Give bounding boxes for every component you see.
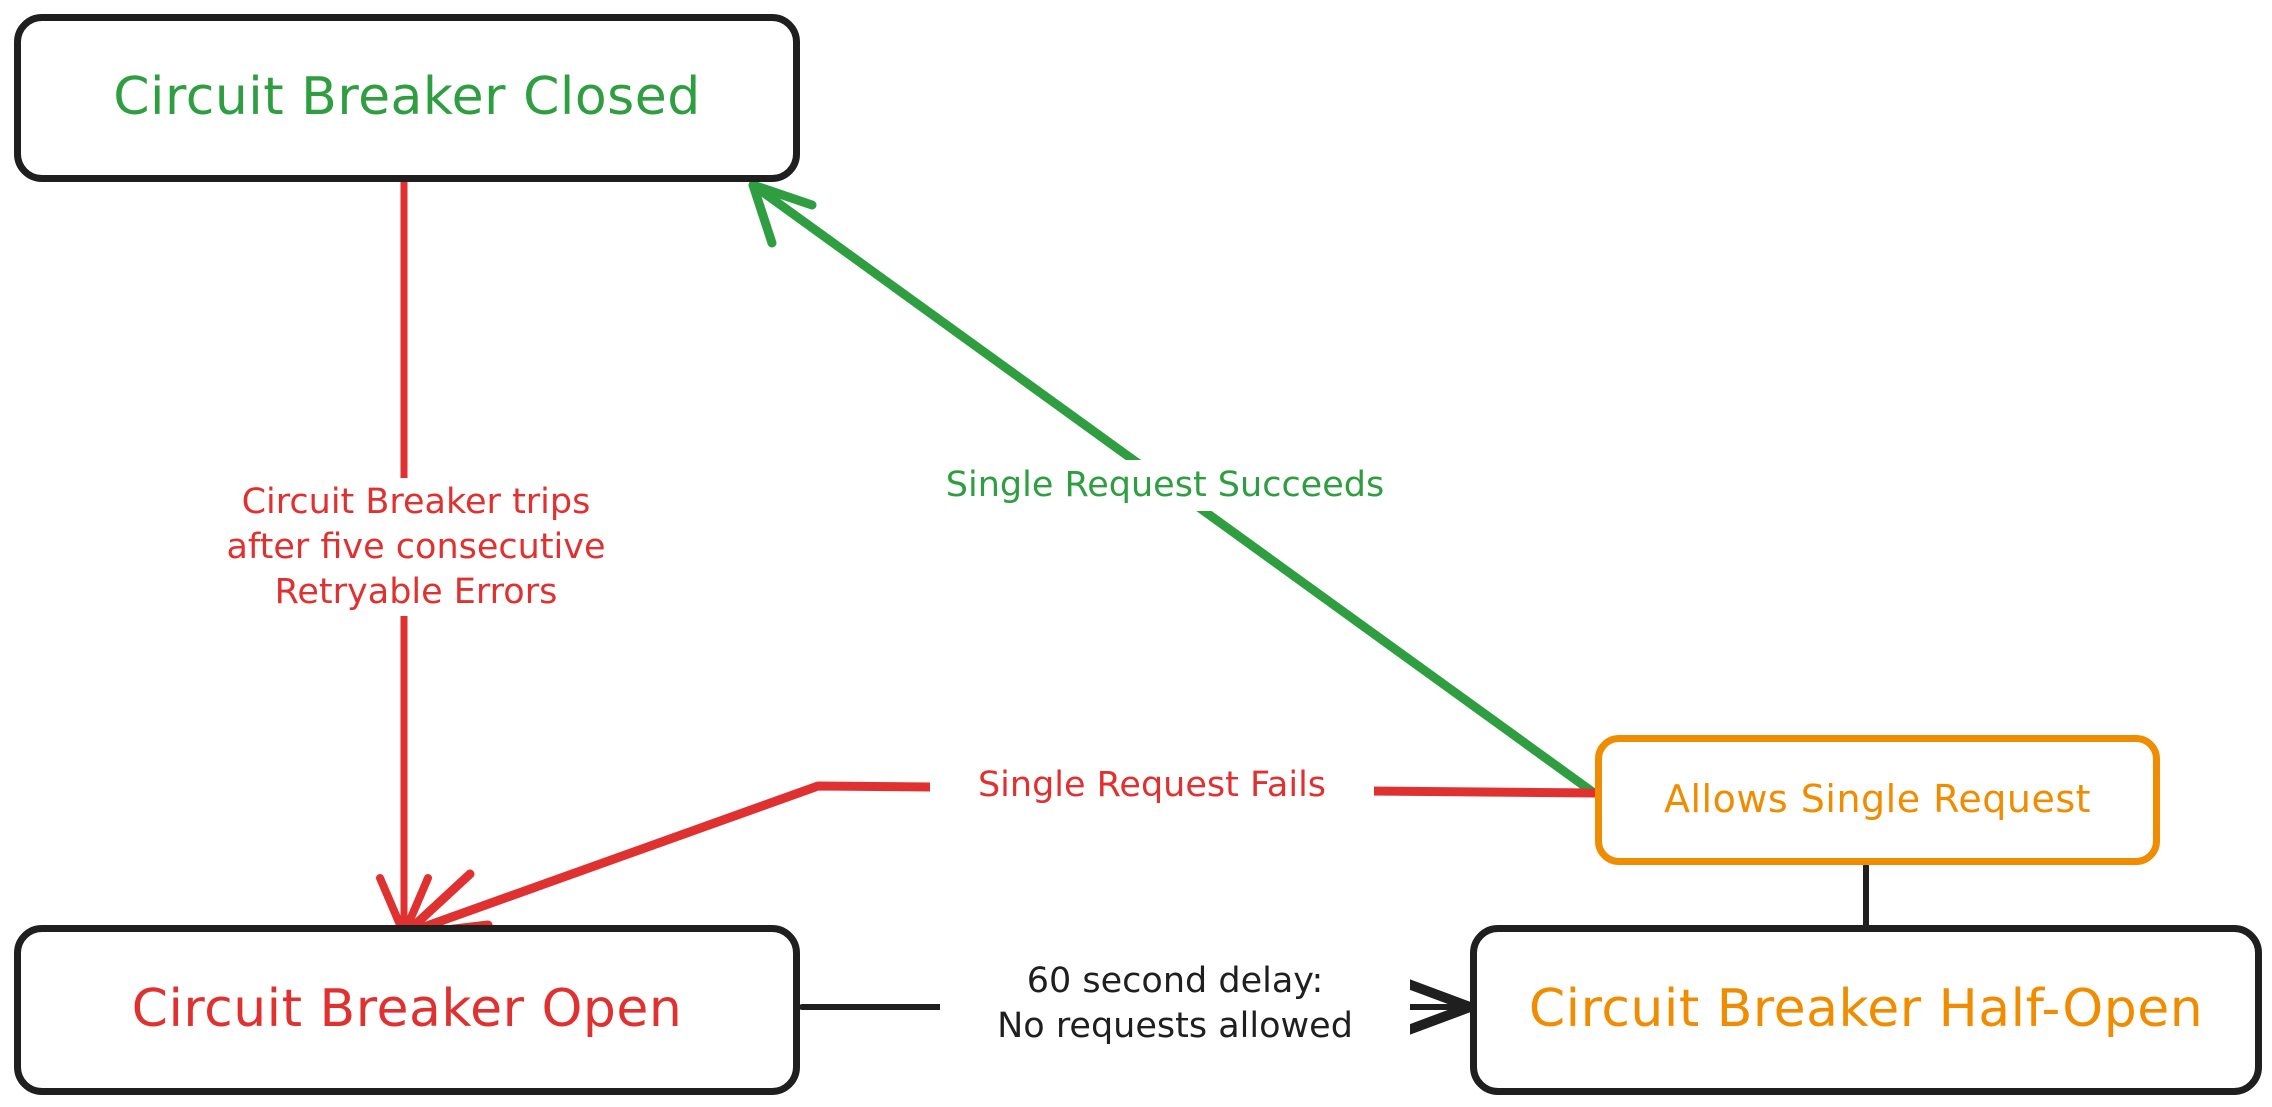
- edge-allows-to-open: [399, 781, 1599, 940]
- edge-closed-to-open: [376, 178, 432, 938]
- node-label-circuit-breaker-half-open: Circuit Breaker Half-Open: [1528, 979, 2204, 1040]
- node-circuit-breaker-open[interactable]: Circuit Breaker Open: [14, 925, 800, 1095]
- node-circuit-breaker-half-open[interactable]: Circuit Breaker Half-Open: [1470, 925, 2262, 1095]
- node-label-circuit-breaker-closed: Circuit Breaker Closed: [113, 67, 701, 128]
- edge-allows-to-closed: [748, 180, 1599, 798]
- node-label-allows-single-request: Allows Single Request: [1663, 777, 2092, 822]
- node-allows-single-request[interactable]: Allows Single Request: [1595, 735, 2160, 865]
- node-circuit-breaker-closed[interactable]: Circuit Breaker Closed: [14, 14, 800, 182]
- node-label-circuit-breaker-open: Circuit Breaker Open: [131, 979, 683, 1040]
- edge-open-to-half-open: [799, 977, 1475, 1037]
